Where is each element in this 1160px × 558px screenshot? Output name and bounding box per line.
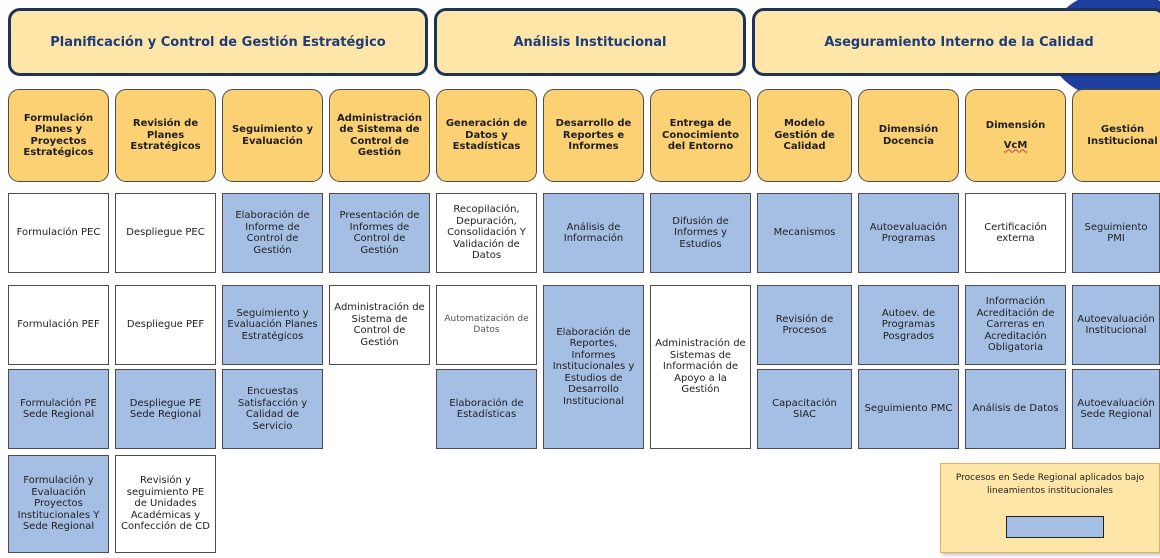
process-elaboracion-reportes: Elaboración de Reportes, Informes Instit… (543, 285, 644, 449)
legend-text: Procesos en Sede Regional aplicados bajo… (955, 473, 1145, 496)
category-generacion: Generación de Datos y Estadísticas (436, 89, 537, 182)
legend-box: Procesos en Sede Regional aplicados bajo… (940, 463, 1160, 553)
area-header-aseguramiento: Aseguramiento Interno de la Calidad (752, 8, 1160, 76)
process-analisis-datos: Análisis de Datos (965, 369, 1066, 449)
process-revision-procesos: Revisión de Procesos (757, 285, 852, 365)
process-seguimiento-pmi: Seguimiento PMI (1072, 193, 1160, 273)
process-analisis-informacion: Análisis de Información (543, 193, 644, 273)
process-formulacion-pe-sede: Formulación PE Sede Regional (8, 369, 109, 449)
process-autoevaluacion-programas: Autoevaluación Programas (858, 193, 959, 273)
category-desarrollo: Desarrollo de Reportes e Informes (543, 89, 644, 182)
category-vcm-label: VcM (1003, 139, 1028, 151)
process-formulacion-pec: Formulación PEC (8, 193, 109, 273)
process-elaboracion-estadisticas: Elaboración de Estadísticas (436, 369, 537, 449)
area-header-planificacion: Planificación y Control de Gestión Estra… (8, 8, 428, 76)
legend-swatch (1006, 516, 1104, 538)
process-mecanismos: Mecanismos (757, 193, 852, 273)
area-header-analisis: Análisis Institucional (434, 8, 746, 76)
process-formulacion-pef: Formulación PEF (8, 285, 109, 365)
process-formulacion-proyectos: Formulación y Evaluación Proyectos Insti… (8, 455, 109, 553)
category-entrega: Entrega de Conocimiento del Entorno (650, 89, 751, 182)
process-informacion-acreditacion: Información Acreditación de Carreras en … (965, 285, 1066, 365)
process-encuestas-satisfaccion: Encuestas Satisfacción y Calidad de Serv… (222, 369, 323, 449)
process-presentacion-informes: Presentación de Informes de Control de G… (329, 193, 430, 273)
process-despliegue-pe-sede: Despliegue PE Sede Regional (115, 369, 216, 449)
process-seguimiento-pmc: Seguimiento PMC (858, 369, 959, 449)
category-revision: Revisión de Planes Estratégicos (115, 89, 216, 182)
process-automatizacion-datos: Automatización de Datos (436, 285, 537, 365)
category-docencia: Dimensión Docencia (858, 89, 959, 182)
category-gestion-institucional: Gestión Institucional (1072, 89, 1160, 182)
process-autoevaluacion-institucional: Autoevaluación Institucional (1072, 285, 1160, 365)
process-capacitacion-siac: Capacitación SIAC (757, 369, 852, 449)
process-administracion-sistemas-informacion: Administración de Sistemas de Informació… (650, 285, 751, 449)
process-recopilacion-datos: Recopilación, Depuración, Consolidación … (436, 193, 537, 273)
category-administracion: Administración de Sistema de Control de … (329, 89, 430, 182)
process-informe-control-gestion: Elaboración de Informe de Control de Ges… (222, 193, 323, 273)
process-seguimiento-planes: Seguimiento y Evaluación Planes Estratég… (222, 285, 323, 365)
process-autoev-posgrados: Autoev. de Programas Posgrados (858, 285, 959, 365)
process-difusion-informes: Difusión de Informes y Estudios (650, 193, 751, 273)
process-despliegue-pef: Despliegue PEF (115, 285, 216, 365)
process-revision-seguimiento-pe: Revisión y seguimiento PE de Unidades Ac… (115, 455, 216, 553)
process-despliegue-pec: Despliegue PEC (115, 193, 216, 273)
process-administracion-sistema: Administración de Sistema de Control de … (329, 285, 430, 365)
process-certificacion-externa: Certificación externa (965, 193, 1066, 273)
category-seguimiento: Seguimiento y Evaluación (222, 89, 323, 182)
category-vcm-title: Dimensión (985, 120, 1046, 131)
category-vcm: Dimensión VcM (965, 89, 1066, 182)
category-modelo: Modelo Gestión de Calidad (757, 89, 852, 182)
category-formulacion: Formulación Planes y Proyectos Estratégi… (8, 89, 109, 182)
process-autoevaluacion-sede: Autoevaluación Sede Regional (1072, 369, 1160, 449)
